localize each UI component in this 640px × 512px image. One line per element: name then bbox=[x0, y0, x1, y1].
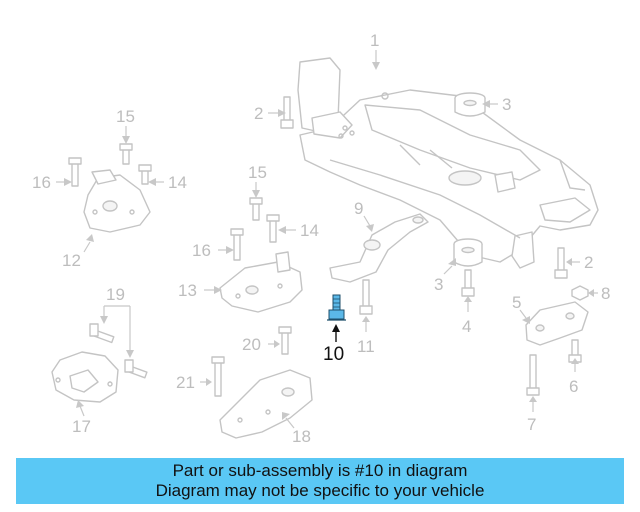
bolt-11-drawing bbox=[359, 279, 373, 315]
callout-labels: 1 2 3 15 16 14 12 15 14 16 9 13 3 4 2 8 … bbox=[32, 31, 610, 446]
bolt-19-right-drawing bbox=[124, 359, 148, 379]
bolt-20-drawing bbox=[278, 326, 292, 355]
bolt-21-drawing bbox=[211, 356, 225, 397]
engine-mount-12-drawing bbox=[83, 169, 151, 233]
callout-2-left[interactable]: 2 bbox=[254, 104, 263, 123]
bushing-upper-drawing bbox=[454, 92, 486, 117]
torque-rod-drawing bbox=[329, 213, 429, 283]
callout-8[interactable]: 8 bbox=[601, 284, 610, 303]
bolt-7-drawing bbox=[526, 354, 540, 396]
nut-8-drawing bbox=[571, 285, 589, 301]
callout-21[interactable]: 21 bbox=[176, 373, 195, 392]
mount-17-drawing bbox=[51, 351, 119, 403]
callout-18[interactable]: 18 bbox=[292, 427, 311, 446]
callout-9[interactable]: 9 bbox=[354, 199, 363, 218]
bolt-16-left-drawing bbox=[68, 157, 82, 187]
parts-diagram: 1 2 3 15 16 14 12 15 14 16 9 13 3 4 2 8 … bbox=[32, 31, 610, 446]
callout-19[interactable]: 19 bbox=[106, 285, 125, 304]
callout-16-left[interactable]: 16 bbox=[32, 173, 51, 192]
callout-15-left[interactable]: 15 bbox=[116, 107, 135, 126]
bolt-14-left-drawing bbox=[138, 164, 152, 185]
bracket-13-drawing bbox=[219, 251, 303, 313]
bracket-5-drawing bbox=[525, 301, 589, 346]
callout-14-left[interactable]: 14 bbox=[168, 173, 187, 192]
callout-6[interactable]: 6 bbox=[569, 377, 578, 396]
callout-3-upper[interactable]: 3 bbox=[502, 95, 511, 114]
banner-line-2: Diagram may not be specific to your vehi… bbox=[155, 481, 485, 500]
banner-line-1: Part or sub-assembly is #10 in diagram bbox=[172, 461, 468, 480]
callout-3-lower[interactable]: 3 bbox=[434, 275, 443, 294]
callout-4[interactable]: 4 bbox=[462, 317, 471, 336]
callout-10-leader bbox=[332, 324, 340, 342]
bolt-19-left-drawing bbox=[89, 323, 115, 344]
bolt-14-mid-drawing bbox=[266, 214, 280, 243]
callout-20[interactable]: 20 bbox=[242, 335, 261, 354]
callout-16-mid[interactable]: 16 bbox=[192, 241, 211, 260]
callout-14-mid[interactable]: 14 bbox=[300, 221, 319, 240]
bolt-16-mid-drawing bbox=[230, 228, 244, 261]
callout-13[interactable]: 13 bbox=[178, 281, 197, 300]
callout-5[interactable]: 5 bbox=[512, 293, 521, 312]
callout-leaders bbox=[56, 50, 598, 429]
info-banner: Part or sub-assembly is #10 in diagram D… bbox=[16, 458, 624, 504]
callout-15-mid[interactable]: 15 bbox=[248, 163, 267, 182]
callout-12[interactable]: 12 bbox=[62, 251, 81, 270]
callout-11[interactable]: 11 bbox=[357, 337, 375, 356]
bushing-lower-drawing bbox=[453, 238, 483, 267]
bolt-2-right-drawing bbox=[554, 247, 568, 279]
plate-18-drawing bbox=[219, 369, 313, 439]
bolt-15-left-drawing bbox=[119, 143, 133, 165]
callout-1[interactable]: 1 bbox=[370, 31, 379, 50]
bolt-4-drawing bbox=[461, 269, 475, 297]
subframe-drawing bbox=[297, 57, 599, 269]
callout-2-right[interactable]: 2 bbox=[584, 253, 593, 272]
callout-7[interactable]: 7 bbox=[527, 415, 536, 434]
bolt-2-left-drawing bbox=[280, 96, 294, 129]
bolt-15-mid-drawing bbox=[249, 197, 263, 221]
bolt-10-highlighted-drawing bbox=[327, 294, 346, 321]
callout-17[interactable]: 17 bbox=[72, 417, 91, 436]
callout-10-highlighted[interactable]: 10 bbox=[323, 344, 344, 365]
